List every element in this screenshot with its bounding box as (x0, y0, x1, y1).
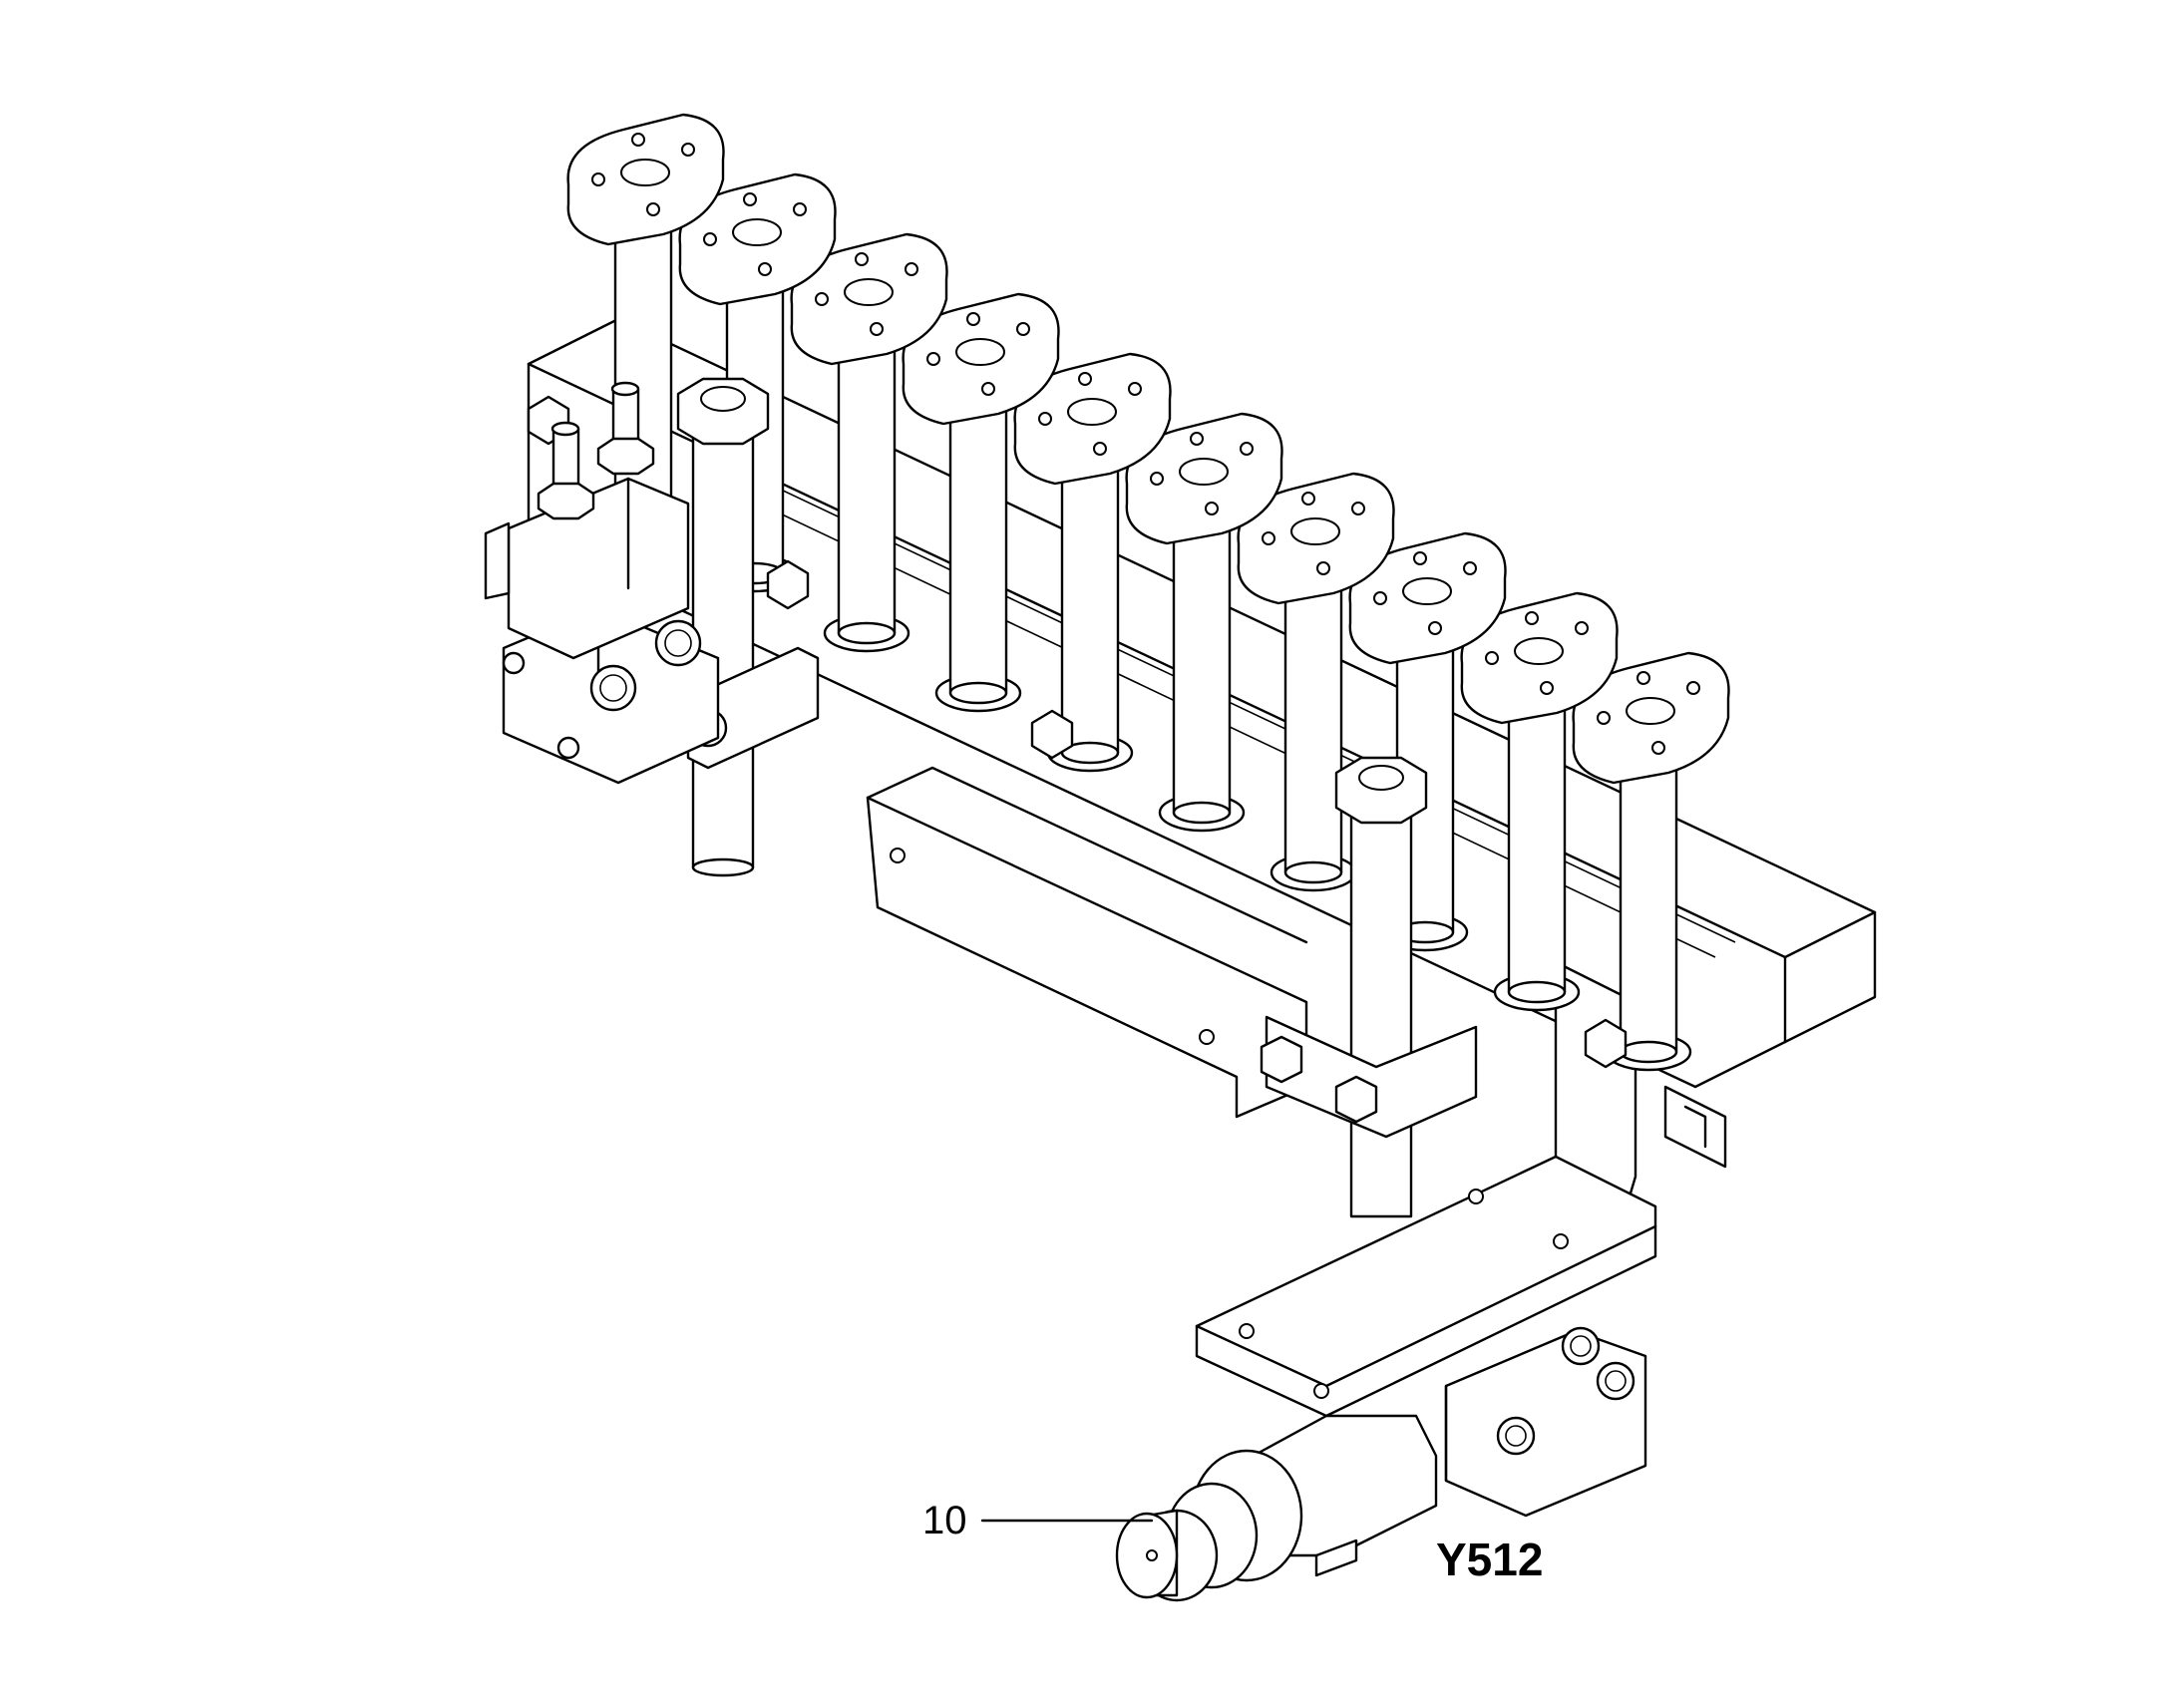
flange-unit (902, 292, 1060, 713)
l-bracket (1195, 960, 1727, 1418)
left-valve-block (484, 381, 720, 785)
pipe-clamp-right (1260, 1015, 1478, 1139)
vertical-pipe-right (1334, 756, 1428, 1218)
callout-10: 10 (922, 1499, 1154, 1542)
flange-unit (1572, 651, 1730, 1072)
rail-bolt-2 (1030, 709, 1074, 760)
callout-number: 10 (922, 1499, 967, 1542)
component-label: Y512 (1436, 1534, 1543, 1585)
flange-row (566, 113, 1730, 1072)
solenoid-valve-y512 (1115, 1326, 1647, 1602)
flange-unit (1460, 591, 1619, 1012)
rail-bolt-3 (1584, 1018, 1628, 1069)
flange-unit (790, 232, 948, 653)
mounting-bracket (866, 766, 1308, 1119)
flange-unit (1237, 472, 1395, 892)
rail-bolt-1 (766, 559, 810, 610)
flange-unit (1125, 412, 1283, 833)
